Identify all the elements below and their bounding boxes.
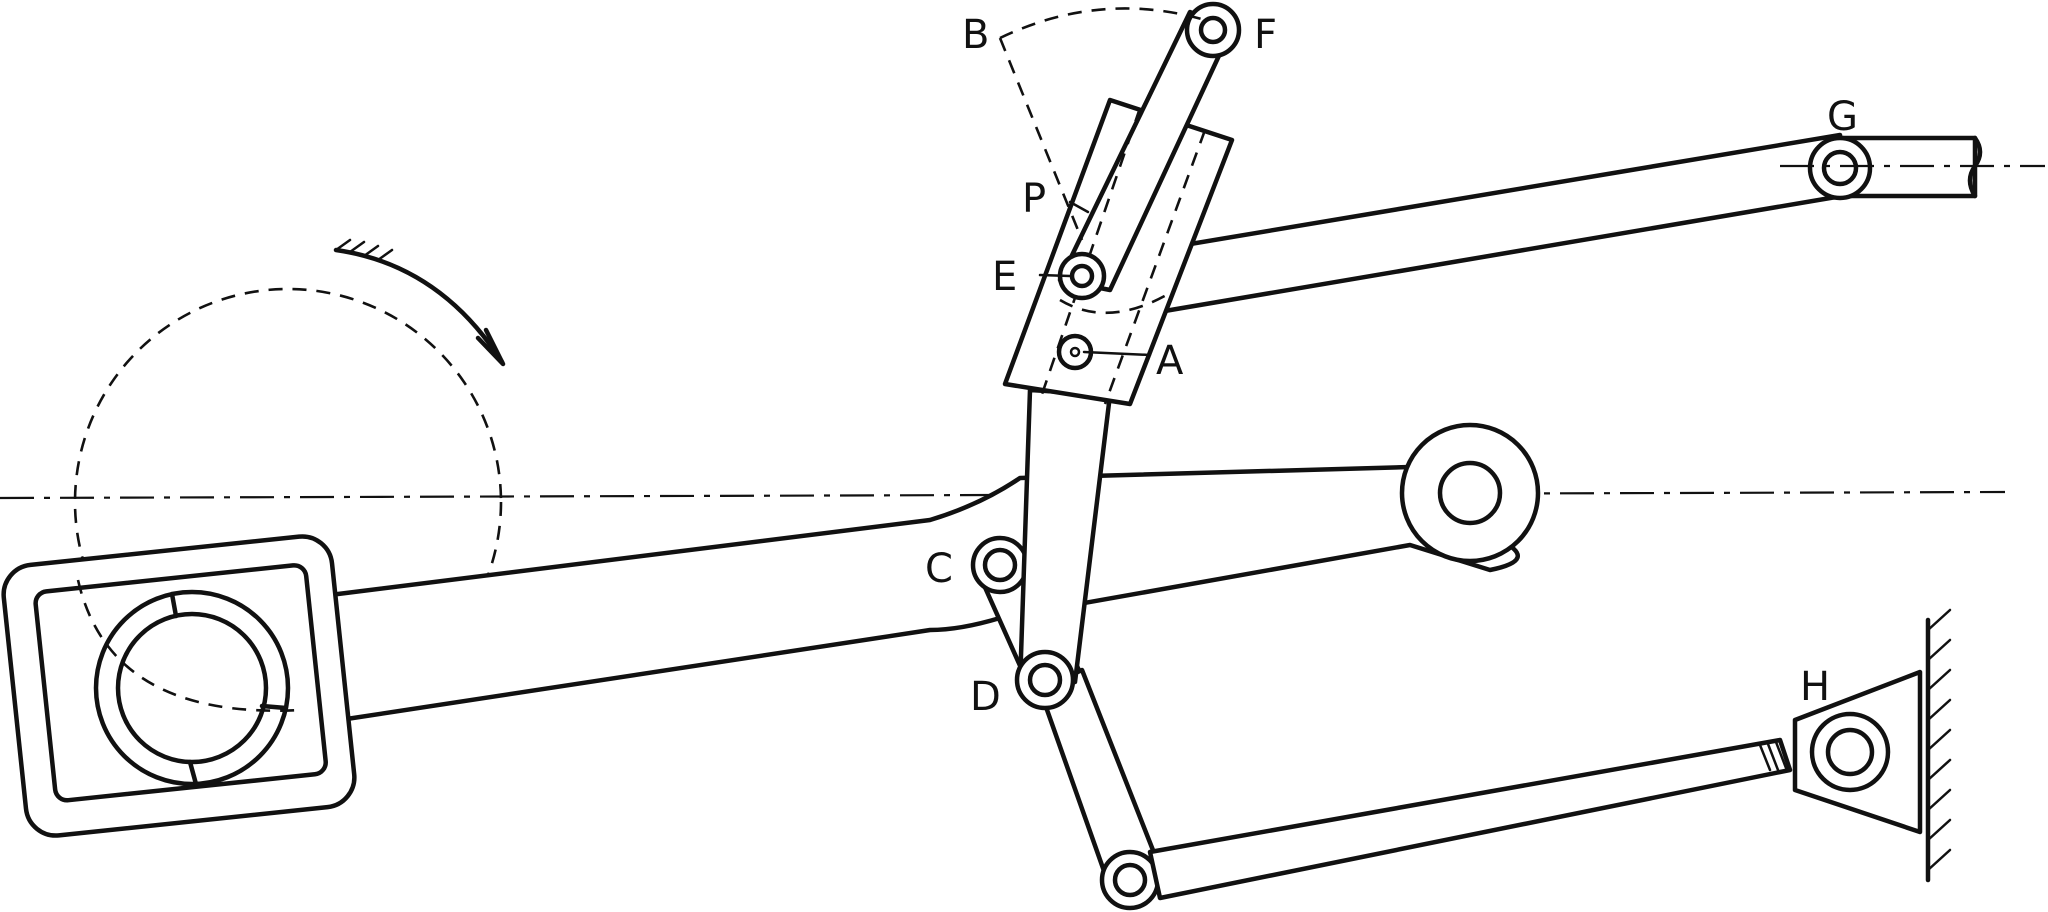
pin-c xyxy=(982,547,1018,583)
eccentric-strap-inner xyxy=(33,563,328,803)
crank-path-circle xyxy=(73,287,503,717)
label-e: E xyxy=(992,254,1017,300)
label-f: F xyxy=(1254,12,1277,58)
pin-e xyxy=(1069,263,1095,289)
pin-g-boss xyxy=(1807,135,1873,201)
pin-f xyxy=(1198,15,1228,45)
pin-d xyxy=(1027,662,1063,698)
dashed-b-to-e xyxy=(998,37,1084,241)
pin-g xyxy=(1821,149,1859,187)
pin-h xyxy=(1825,727,1875,777)
pointer-a xyxy=(1082,350,1152,357)
crank-path-overlay xyxy=(76,579,301,712)
slot-line-right xyxy=(1103,129,1207,405)
rotation-arrow-icon xyxy=(333,238,506,367)
pin-c-boss xyxy=(970,535,1030,595)
arc-around-e xyxy=(1059,288,1176,315)
pin-a xyxy=(1069,346,1081,358)
pin-d-boss xyxy=(1014,649,1076,711)
eccentric-sheave-outer xyxy=(93,589,291,787)
pointer-e xyxy=(1038,273,1072,278)
rod-eye-hole xyxy=(1437,460,1503,526)
label-a: A xyxy=(1156,338,1184,384)
sheave-split-top xyxy=(169,591,179,619)
pointer-p xyxy=(1068,200,1090,214)
arc-b-f xyxy=(999,7,1206,40)
label-p: P xyxy=(1022,176,1046,222)
label-d: D xyxy=(970,674,1001,720)
radius-rod-h xyxy=(1147,737,1793,901)
label-g: G xyxy=(1827,94,1858,140)
label-b: B xyxy=(962,12,989,58)
radius-rod-ferrule xyxy=(1758,740,1788,772)
pin-f-boss xyxy=(1184,1,1242,59)
eccentric-rod xyxy=(327,464,1520,723)
anchor-wall-hatching xyxy=(1926,608,1952,872)
label-c: C xyxy=(925,546,953,592)
label-h: H xyxy=(1800,664,1830,710)
sheave-split-bottom xyxy=(187,759,199,787)
sheave-split-right xyxy=(259,703,289,711)
lower-pin xyxy=(1112,862,1148,898)
pin-h-boss xyxy=(1809,711,1891,793)
